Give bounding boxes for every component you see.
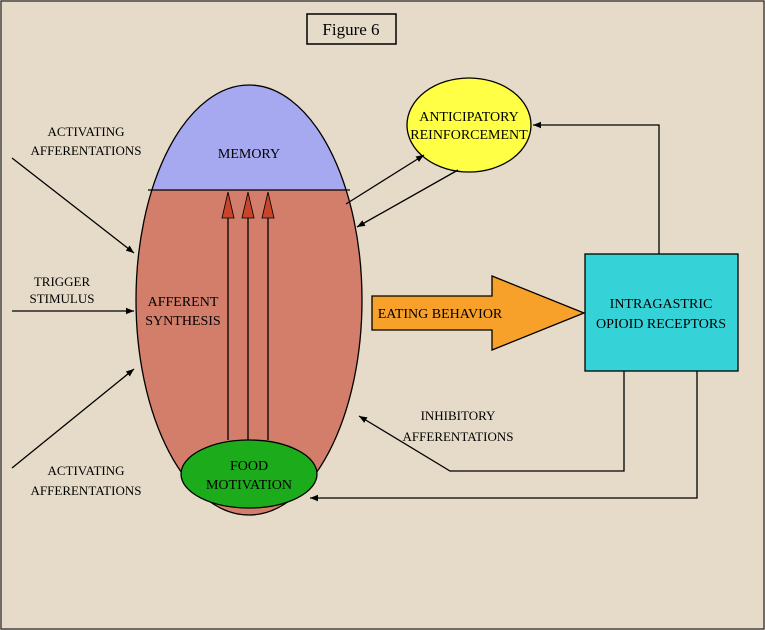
activating-top-arrow xyxy=(11,157,135,254)
trigger-label-1: TRIGGER xyxy=(34,274,91,289)
eating-behavior-arrow: EATING BEHAVIOR xyxy=(371,275,586,351)
input-arrows xyxy=(11,157,135,469)
eating-behavior-shape xyxy=(371,275,586,351)
inhibitory-label-2: AFFERENTATIONS xyxy=(403,429,514,444)
title-box xyxy=(306,13,397,45)
anticipatory-ellipse xyxy=(406,77,532,173)
receptors-label-2: OPIOID RECEPTORS xyxy=(596,317,726,332)
inhibitory-feedback-line xyxy=(358,371,625,472)
eating-behavior-label: EATING BEHAVIOR xyxy=(378,307,503,322)
inner-arrows xyxy=(221,191,275,440)
afferent-synthesis-label-1: AFFERENT xyxy=(148,295,219,310)
memory-label: MEMORY xyxy=(218,147,280,162)
activating-bottom-arrow xyxy=(11,368,135,469)
synthesis-to-anticipatory-arrow xyxy=(345,154,425,205)
food-motivation-node: FOOD MOTIVATION xyxy=(180,439,318,509)
anticipatory-to-synthesis-arrow xyxy=(356,169,459,228)
activating-bottom-label-2: AFFERENTATIONS xyxy=(31,483,142,498)
inner-arrowhead-2 xyxy=(241,191,255,219)
food-motivation-label-1: FOOD xyxy=(230,459,268,474)
activating-bottom-label-1: ACTIVATING xyxy=(47,463,124,478)
anticipatory-label-1: ANTICIPATORY xyxy=(419,110,519,125)
ellipse-outline xyxy=(135,84,363,516)
activating-top-label-2: AFFERENTATIONS xyxy=(31,143,142,158)
afferent-synthesis-label-2: SYNTHESIS xyxy=(145,314,220,329)
food-motivation-label-2: MOTIVATION xyxy=(206,478,292,493)
title-text: Figure 6 xyxy=(322,20,379,39)
anticipatory-reinforcement-node: ANTICIPATORY REINFORCEMENT xyxy=(406,77,532,173)
inner-arrowhead-3 xyxy=(261,191,275,219)
inhibitory-label-1: INHIBITORY xyxy=(421,408,496,423)
receptors-to-anticipatory-arrow xyxy=(533,121,660,254)
figure-title: Figure 6 xyxy=(306,13,397,45)
receptors-to-food-motivation-arrow xyxy=(310,371,698,502)
inner-arrowhead-1 xyxy=(221,191,235,219)
receptors-node: INTRAGASTRIC OPIOID RECEPTORS xyxy=(584,253,739,372)
receptors-label-1: INTRAGASTRIC xyxy=(610,297,713,312)
activating-top-label-1: ACTIVATING xyxy=(47,124,124,139)
receptors-box xyxy=(584,253,739,372)
anticipatory-label-2: REINFORCEMENT xyxy=(410,128,528,143)
trigger-label-2: STIMULUS xyxy=(29,291,94,306)
food-motivation-ellipse xyxy=(180,439,318,509)
